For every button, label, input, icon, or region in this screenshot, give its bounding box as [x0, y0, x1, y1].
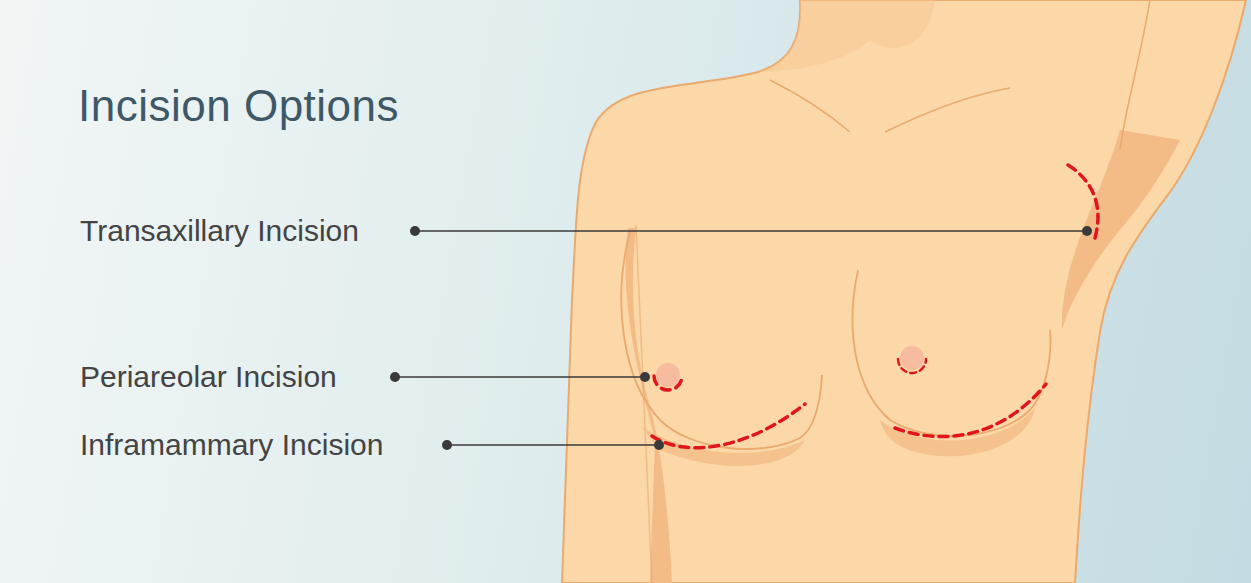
diagram-title: Incision Options — [78, 84, 399, 128]
leader-dot — [442, 440, 452, 450]
leader-line — [395, 376, 645, 378]
leader-line — [415, 230, 1087, 232]
leader-dot — [654, 440, 664, 450]
leader-dot — [410, 226, 420, 236]
leader-dot — [390, 372, 400, 382]
leader-dot — [640, 372, 650, 382]
incision-label: Transaxillary Incision — [80, 216, 359, 246]
leader-dot — [1082, 226, 1092, 236]
incision-label: Periareolar Incision — [80, 362, 337, 392]
incision-label: Inframammary Incision — [80, 430, 383, 460]
leader-line — [447, 444, 659, 446]
